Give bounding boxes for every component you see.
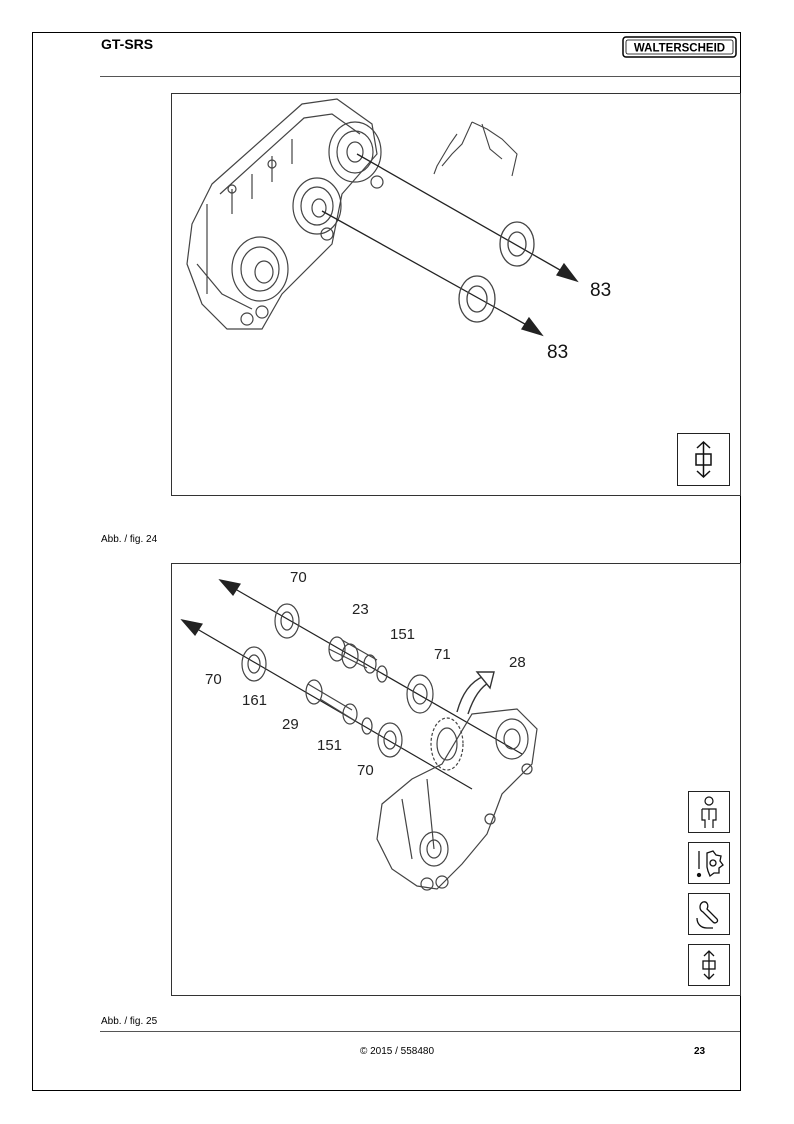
callout-83-a: 83 (590, 280, 612, 301)
gearbox-shaft-drawing (180, 579, 538, 891)
callout-151-top: 151 (390, 626, 416, 643)
callout-23: 23 (352, 601, 369, 618)
grease-hand-sketch (433, 121, 518, 177)
brand-name: WALTERSCHEID (634, 43, 725, 55)
warning-gear-icon (688, 842, 730, 884)
figure-25: 70 23 151 71 28 70 161 29 151 70 (171, 563, 741, 996)
callout-29: 29 (282, 716, 299, 733)
callout-71: 71 (434, 646, 451, 663)
page-number: 23 (694, 1046, 706, 1057)
lift-arrow-icon (677, 433, 730, 486)
figure-24-caption: Abb. / fig. 24 (101, 534, 158, 545)
lift-arrow-icon (688, 944, 730, 986)
callout-151-lower: 151 (317, 737, 343, 754)
figure-25-caption: Abb. / fig. 25 (101, 1016, 158, 1027)
gearbox-seal-drawing (186, 98, 579, 337)
brand-logo: WALTERSCHEID (622, 36, 737, 58)
footer-rule (100, 1031, 740, 1032)
callout-70-left: 70 (205, 671, 222, 688)
copyright-text: © 2015 / 558480 (359, 1046, 435, 1057)
callout-28: 28 (509, 654, 526, 671)
document-title: GT-SRS (101, 36, 154, 52)
callout-83-b: 83 (547, 342, 569, 363)
callout-70-lower: 70 (357, 762, 374, 779)
callout-161: 161 (242, 692, 268, 709)
callout-70-top: 70 (290, 569, 307, 586)
header-rule (100, 76, 740, 77)
mechanic-icon (688, 791, 730, 833)
wrench-hand-icon (688, 893, 730, 935)
page-frame (32, 32, 741, 1091)
figure-24: 83 83 (171, 93, 741, 496)
